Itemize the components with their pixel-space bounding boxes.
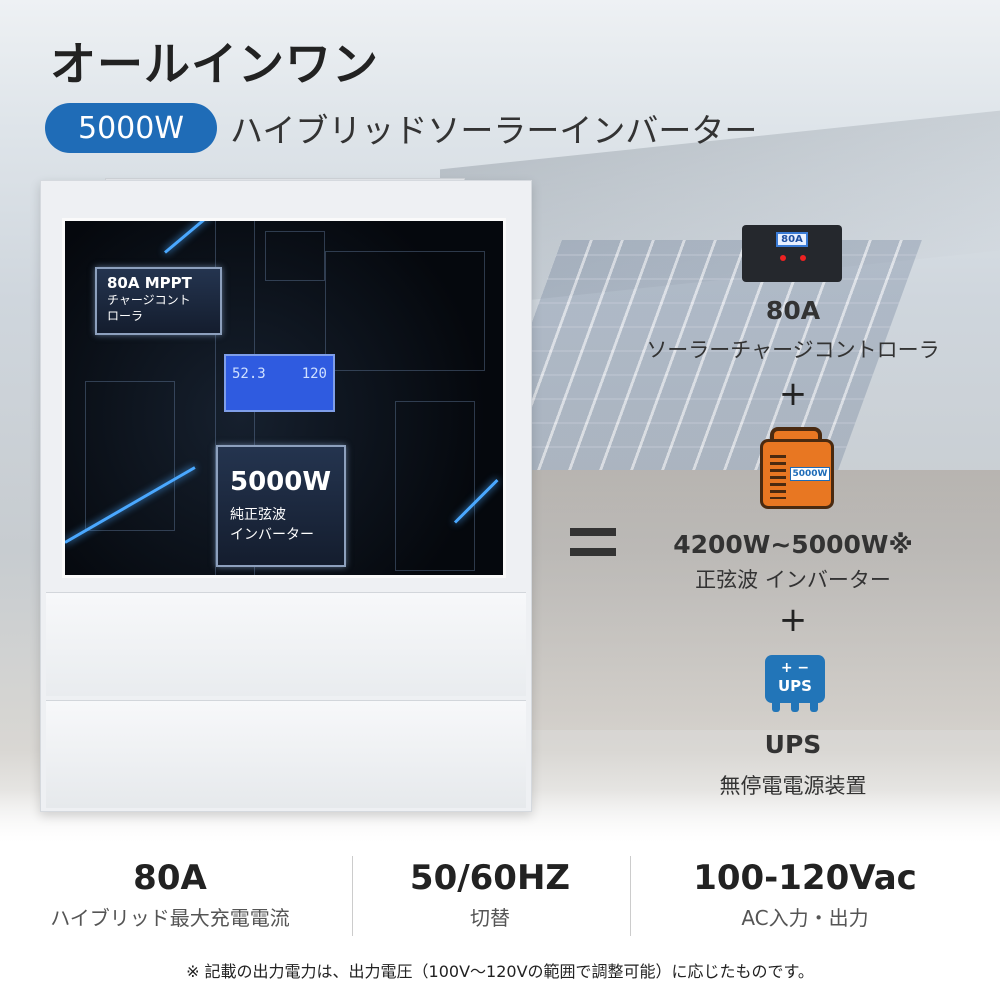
inverter-feature-title: 5000W: [230, 467, 332, 497]
plus-icon: +: [778, 374, 808, 414]
controller-feature-title: 80A MPPT: [107, 274, 192, 292]
controller-label: ソーラーチャージコントローラ: [646, 338, 940, 362]
page-subtitle: ハイブリッドソーラーインバーター: [230, 111, 758, 150]
background-house: [520, 470, 1000, 730]
inverter-lower-section: [46, 592, 526, 696]
inverter-base-section: [46, 700, 526, 808]
footnote: ※ 記載の出力電力は、出力電圧（100V〜120Vの範囲で調整可能）に応じたもの…: [186, 962, 814, 981]
lcd-right-value: 120: [301, 366, 327, 382]
controller-feature-line1: チャージコント: [107, 293, 191, 307]
ups-label: 無停電電源装置: [719, 774, 867, 798]
inverter-value: 4200W~5000W※: [673, 530, 913, 559]
background-fade: [0, 790, 1000, 1000]
plus-icon: +: [778, 600, 808, 640]
inverter-feature-box: 5000W 純正弦波 インバーター: [216, 445, 346, 567]
divider: [352, 856, 353, 936]
inverter-icon: 5000W: [756, 425, 836, 513]
equals-sign: [570, 528, 616, 556]
spec-frequency: 50/60HZ 切替: [409, 858, 571, 930]
controller-feature-box: 80A MPPT チャージコント ローラ: [95, 267, 222, 335]
inverter-feature-line2: インバーター: [230, 527, 314, 543]
charge-controller-icon: 80A: [742, 225, 842, 282]
controller-feature-line2: ローラ: [107, 309, 144, 323]
spec-charge-current: 80A ハイブリッド最大充電電流: [50, 858, 290, 930]
ups-value: UPS: [764, 730, 822, 759]
spec-ac-voltage: 100-120Vac AC入力・出力: [693, 858, 917, 930]
page-title: オールインワン: [50, 37, 379, 91]
power-badge: 5000W: [45, 103, 217, 153]
divider: [630, 856, 631, 936]
ups-icon: + − UPS: [765, 655, 825, 703]
inverter-label: 正弦波 インバーター: [695, 568, 891, 592]
lcd-display: 52.3 120: [224, 354, 335, 412]
controller-value: 80A: [765, 296, 821, 325]
lcd-left-value: 52.3: [232, 366, 266, 382]
inverter-feature-line1: 純正弦波: [230, 507, 286, 523]
